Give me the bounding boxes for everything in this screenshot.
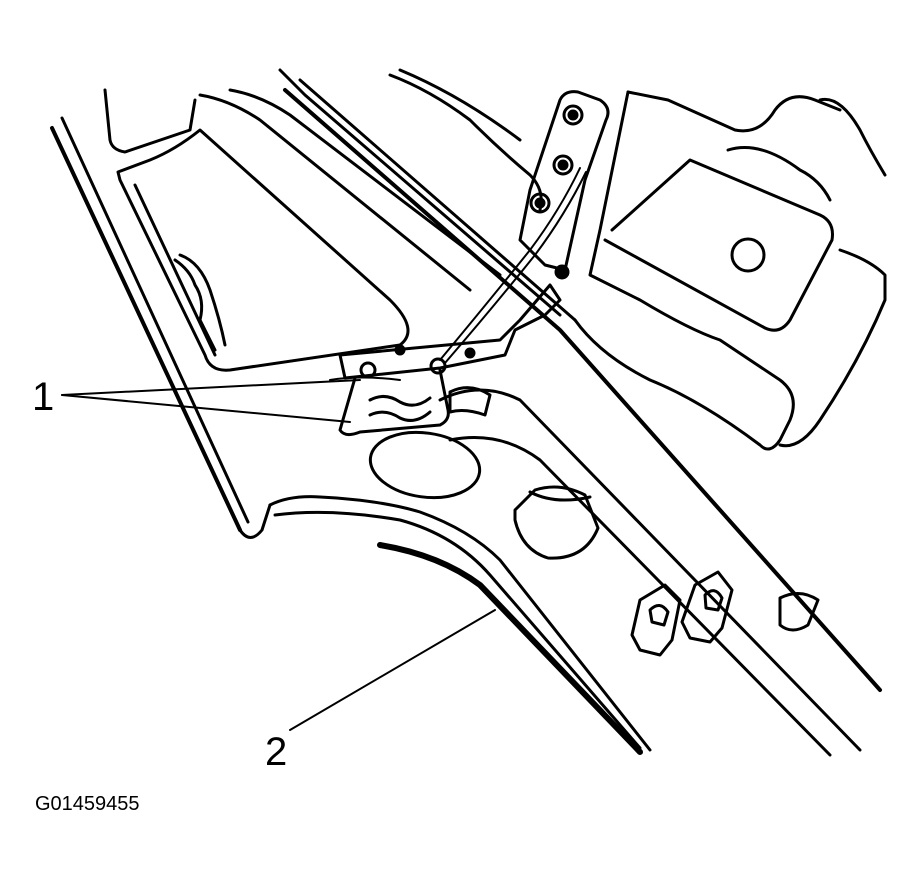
retainer-clips — [630, 570, 820, 657]
panel-holes — [368, 430, 600, 560]
callout-2-label: 2 — [265, 730, 287, 774]
left-body-panel — [50, 116, 652, 755]
callout-1-label: 1 — [32, 375, 54, 419]
lower-bracket — [338, 283, 562, 437]
hinge-plate — [518, 90, 610, 280]
upper-tray-panel — [103, 88, 410, 372]
figure-id-label: G01459455 — [35, 793, 140, 815]
door-panel — [573, 90, 887, 451]
hinge-cable — [439, 167, 587, 364]
diagonal-channel — [198, 68, 882, 757]
callout-leaders — [61, 379, 496, 731]
